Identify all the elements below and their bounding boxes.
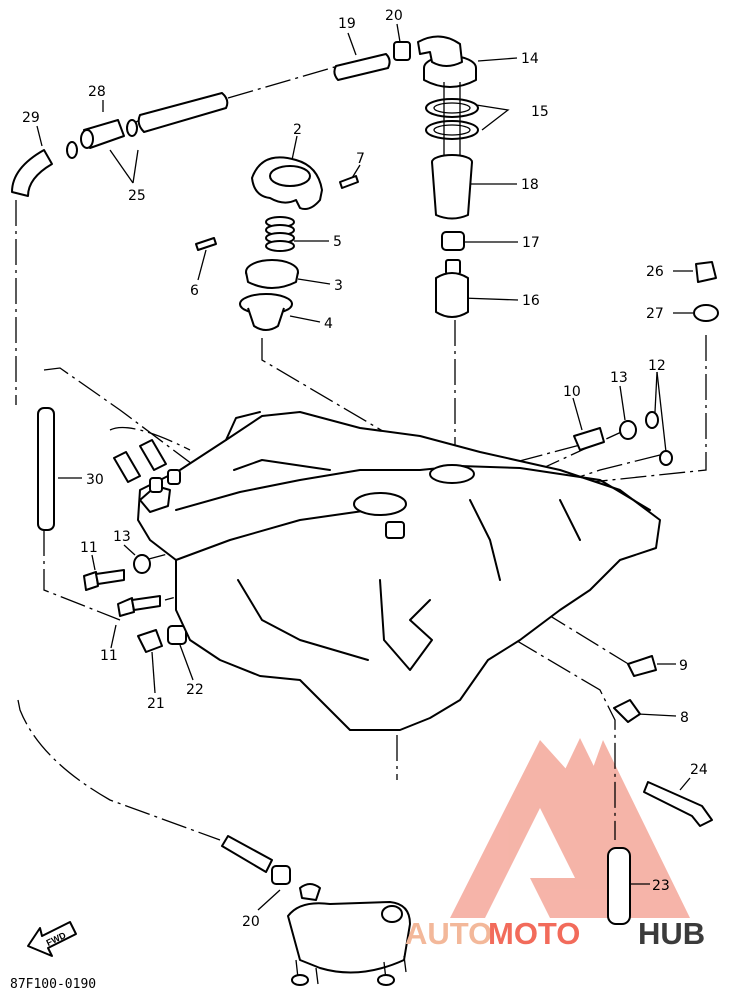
part-hose-bottom: [221, 835, 273, 873]
figure-code: 87F100-0190: [10, 977, 96, 992]
label-10: 10: [563, 384, 581, 400]
watermark-auto: AUTO: [405, 916, 492, 951]
part-8-nut: [613, 699, 641, 723]
part-11-bolts: [83, 569, 161, 617]
label-17: 17: [522, 235, 540, 251]
label-12: 12: [648, 358, 666, 374]
label-23: 23: [652, 878, 670, 894]
part-21-hose: [137, 629, 163, 653]
label-5: 5: [333, 234, 342, 250]
label-11-top: 11: [80, 540, 98, 556]
label-30: 30: [86, 472, 104, 488]
part-16-filter: [435, 259, 469, 318]
label-21: 21: [147, 696, 165, 712]
watermark-text: AUTO MOTO HUB: [405, 916, 705, 951]
label-13-right: 13: [610, 370, 628, 386]
label-4: 4: [324, 316, 333, 332]
part-6-pin: [195, 237, 217, 251]
part-fuel-tank: [137, 411, 661, 731]
part-4-grommet: [239, 293, 293, 331]
part-19-hose: [333, 53, 391, 81]
callout-leaders: [36, 23, 693, 911]
part-fuel-cock: [287, 883, 411, 986]
part-29-hose: [11, 149, 53, 197]
label-19: 19: [338, 16, 356, 32]
part-30-hose: [37, 407, 55, 531]
part-2-bracket: [251, 156, 323, 210]
label-13-left: 13: [113, 529, 131, 545]
part-25-clips: [66, 119, 138, 159]
part-13-washer-left: [133, 554, 151, 574]
label-20-top: 20: [385, 8, 403, 24]
label-15: 15: [531, 104, 549, 120]
part-20-clip: [393, 41, 411, 61]
part-hose-long-top: [137, 92, 229, 133]
label-2: 2: [293, 122, 302, 138]
label-8: 8: [680, 710, 689, 726]
part-3-ring: [245, 259, 299, 289]
label-7: 7: [356, 151, 365, 167]
part-26-cap: [695, 261, 717, 283]
label-9: 9: [679, 658, 688, 674]
label-22: 22: [186, 682, 204, 698]
part-12-clips: [645, 411, 673, 466]
part-5-spring: [265, 216, 295, 252]
label-3: 3: [334, 278, 343, 294]
part-14-cap: [417, 35, 477, 88]
part-20-clip-bottom: [271, 865, 291, 885]
part-23-hose: [607, 847, 631, 925]
part-7-pin: [339, 175, 359, 189]
callouts: 19 20 14 15 28 29 25 2 7 18 5 17 6 3 26 …: [22, 8, 708, 930]
fwd-arrow-icon: FWD: [27, 921, 77, 957]
label-28: 28: [88, 84, 106, 100]
part-18-sleeve: [431, 154, 473, 220]
part-13-washer-right: [619, 420, 637, 440]
part-15-rings: [425, 82, 479, 160]
part-17-clip: [441, 231, 465, 251]
watermark-hub: HUB: [638, 916, 705, 951]
label-26: 26: [646, 264, 664, 280]
part-24-band: [643, 781, 713, 827]
label-11-bottom: 11: [100, 648, 118, 664]
label-16: 16: [522, 293, 540, 309]
label-25: 25: [128, 188, 146, 204]
label-29: 29: [22, 110, 40, 126]
part-27-washer: [693, 304, 719, 322]
part-22-clip: [167, 625, 187, 645]
label-24: 24: [690, 762, 708, 778]
watermark-moto: MOTO: [488, 916, 580, 951]
part-small-hoses: [113, 439, 167, 483]
part-28-joint: [80, 119, 125, 149]
label-20-bottom: 20: [242, 914, 260, 930]
label-18: 18: [521, 177, 539, 193]
label-14: 14: [521, 51, 539, 67]
label-27: 27: [646, 306, 664, 322]
part-9-screw: [627, 655, 657, 677]
label-6: 6: [190, 283, 199, 299]
part-10-screw: [573, 427, 605, 451]
